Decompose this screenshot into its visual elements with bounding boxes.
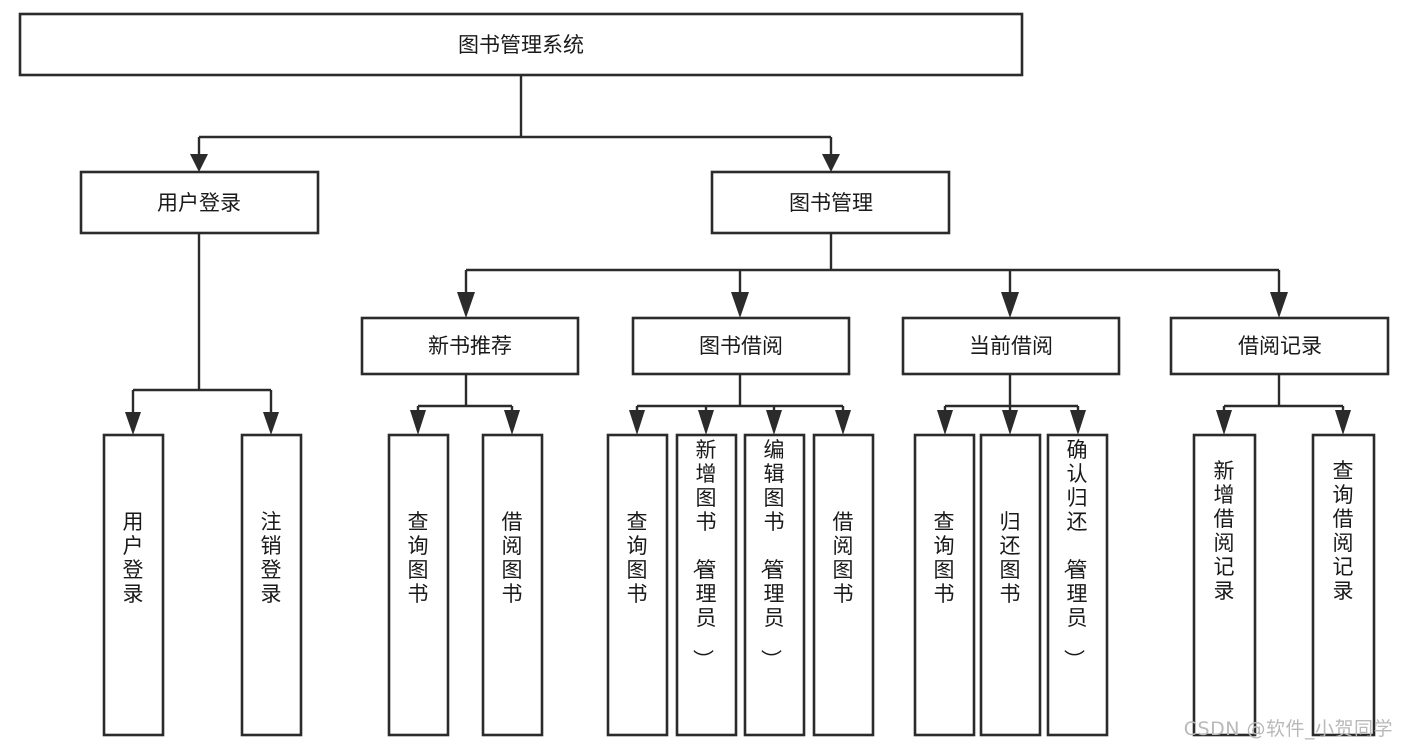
node-user-login-label: 用户登录 bbox=[157, 191, 241, 215]
arrowhead-borrow-record bbox=[1270, 292, 1288, 318]
leaf-confirm-return-label: 确认归还（管理员） bbox=[1062, 438, 1088, 670]
leaf-user-login-label: 用户登录 bbox=[123, 510, 144, 606]
node-book-borrow-label: 图书借阅 bbox=[699, 334, 783, 358]
node-current-borrow[interactable]: 当前借阅 bbox=[901, 316, 1121, 376]
leaf-confirm-return[interactable]: 确认归还（管理员） bbox=[1046, 433, 1109, 737]
leaf-query-record[interactable]: 查询借阅记录 bbox=[1311, 433, 1376, 737]
arrowhead-leaf-confirm-return bbox=[1070, 410, 1086, 435]
connector-group-user-login bbox=[125, 233, 279, 435]
arrowhead-leaf-query-book-2 bbox=[629, 410, 645, 435]
connector-group-book-borrow bbox=[629, 374, 851, 435]
leaf-add-book[interactable]: 新增图书（管理员） bbox=[675, 433, 738, 737]
leaf-borrow-book-2-box[interactable] bbox=[812, 433, 875, 737]
arrowhead-leaf-add-book bbox=[698, 410, 714, 435]
node-book-manage-box[interactable] bbox=[710, 170, 951, 235]
connector-group-borrow-record bbox=[1216, 374, 1351, 435]
leaf-user-login[interactable]: 用户登录 bbox=[102, 433, 165, 737]
leaf-user-login-box[interactable] bbox=[102, 433, 165, 737]
leaf-query-record-box[interactable] bbox=[1311, 433, 1376, 737]
arrowhead-leaf-add-record bbox=[1216, 410, 1232, 435]
node-borrow-record[interactable]: 借阅记录 bbox=[1169, 316, 1390, 376]
leaf-user-logout[interactable]: 注销登录 bbox=[240, 433, 303, 737]
leaf-confirm-return-box[interactable] bbox=[1046, 433, 1109, 737]
leaf-query-book-3-label: 查询图书 bbox=[934, 510, 955, 606]
node-user-login-box[interactable] bbox=[79, 170, 320, 235]
arrowhead-leaf-query-book-3 bbox=[937, 410, 953, 435]
leaf-add-record[interactable]: 新增借阅记录 bbox=[1192, 433, 1257, 737]
node-book-borrow-box[interactable] bbox=[631, 316, 851, 376]
node-root-label: 图书管理系统 bbox=[458, 33, 584, 57]
leaf-borrow-book-2[interactable]: 借阅图书 bbox=[812, 433, 875, 737]
leaf-query-record-label: 查询借阅记录 bbox=[1333, 459, 1354, 603]
node-new-book-recommend-label: 新书推荐 bbox=[428, 334, 512, 358]
node-new-book-recommend[interactable]: 新书推荐 bbox=[360, 316, 580, 376]
node-borrow-record-label: 借阅记录 bbox=[1238, 334, 1322, 358]
leaf-borrow-book-1[interactable]: 借阅图书 bbox=[481, 433, 544, 737]
leaf-query-book-3[interactable]: 查询图书 bbox=[913, 433, 976, 737]
leaf-query-book-1-label: 查询图书 bbox=[408, 510, 429, 606]
arrowhead-leaf-query-record bbox=[1335, 410, 1351, 435]
leaf-return-book-box[interactable] bbox=[979, 433, 1042, 737]
node-root-box[interactable] bbox=[18, 12, 1024, 77]
connector-group-root bbox=[190, 75, 840, 172]
node-borrow-record-box[interactable] bbox=[1169, 316, 1390, 376]
node-current-borrow-label: 当前借阅 bbox=[969, 334, 1053, 358]
arrowhead-leaf-user-login bbox=[125, 412, 141, 435]
leaf-query-book-2-label: 查询图书 bbox=[627, 510, 648, 606]
csdn-watermark: CSDN @软件_小贺同学 bbox=[1183, 718, 1393, 740]
arrowhead-leaf-user-logout bbox=[263, 412, 279, 435]
arrowhead-leaf-return-book bbox=[1002, 410, 1018, 435]
leaf-query-book-2-box[interactable] bbox=[606, 433, 669, 737]
arrowhead-leaf-query-book-1 bbox=[410, 410, 426, 435]
node-current-borrow-box[interactable] bbox=[901, 316, 1121, 376]
leaf-add-book-box[interactable] bbox=[675, 433, 738, 737]
node-root[interactable]: 图书管理系统 bbox=[18, 12, 1024, 77]
node-new-book-recommend-box[interactable] bbox=[360, 316, 580, 376]
connector-group-current-borrow bbox=[937, 374, 1086, 435]
leaf-query-book-1-box[interactable] bbox=[387, 433, 450, 737]
arrowhead-book-borrow bbox=[731, 292, 749, 318]
node-book-borrow[interactable]: 图书借阅 bbox=[631, 316, 851, 376]
arrowhead-user-login bbox=[190, 154, 208, 172]
leaf-edit-book[interactable]: 编辑图书（管理员） bbox=[743, 433, 806, 737]
connector-group-book-manage bbox=[457, 233, 1288, 318]
node-book-manage-label: 图书管理 bbox=[789, 191, 873, 215]
leaf-user-logout-label: 注销登录 bbox=[261, 510, 282, 606]
leaf-query-book-3-box[interactable] bbox=[913, 433, 976, 737]
arrowhead-leaf-borrow-book-1 bbox=[504, 410, 520, 435]
leaf-return-book-label: 归还图书 bbox=[1000, 510, 1021, 606]
arrowhead-leaf-edit-book bbox=[766, 410, 782, 435]
leaf-borrow-book-1-label: 借阅图书 bbox=[502, 510, 523, 606]
leaf-borrow-book-1-box[interactable] bbox=[481, 433, 544, 737]
leaf-query-book-2[interactable]: 查询图书 bbox=[606, 433, 669, 737]
leaf-user-logout-box[interactable] bbox=[240, 433, 303, 737]
arrowhead-new-book-recommend bbox=[457, 292, 475, 318]
leaf-add-record-box[interactable] bbox=[1192, 433, 1257, 737]
arrowhead-book-manage bbox=[822, 154, 840, 172]
connector-group-new-book-recommend bbox=[410, 374, 520, 435]
leaf-edit-book-box[interactable] bbox=[743, 433, 806, 737]
node-book-manage[interactable]: 图书管理 bbox=[710, 170, 951, 235]
leaf-add-book-label: 新增图书（管理员） bbox=[691, 438, 717, 670]
leaf-add-record-label: 新增借阅记录 bbox=[1214, 459, 1235, 603]
leaf-borrow-book-2-label: 借阅图书 bbox=[833, 510, 854, 606]
node-user-login[interactable]: 用户登录 bbox=[79, 170, 320, 235]
arrowhead-current-borrow bbox=[1001, 292, 1019, 318]
arrowhead-leaf-borrow-book-2 bbox=[835, 410, 851, 435]
leaf-edit-book-label: 编辑图书（管理员） bbox=[759, 438, 785, 670]
leaf-return-book[interactable]: 归还图书 bbox=[979, 433, 1042, 737]
leaf-query-book-1[interactable]: 查询图书 bbox=[387, 433, 450, 737]
